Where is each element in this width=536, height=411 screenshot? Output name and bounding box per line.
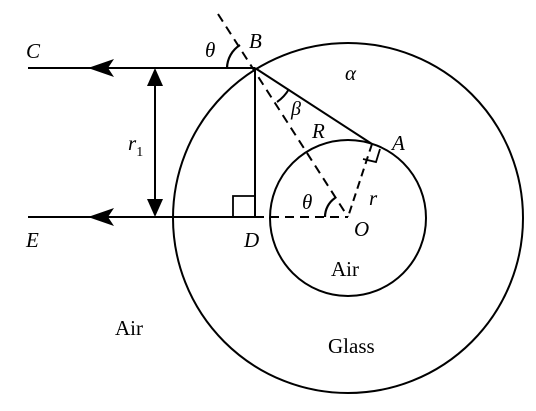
label-b: B: [249, 29, 262, 53]
label-a: A: [390, 131, 405, 155]
region-glass: Glass: [328, 334, 375, 358]
label-d: D: [243, 228, 259, 252]
r1-arrow-top: [147, 68, 163, 86]
ray-ba: [254, 67, 373, 145]
angle-arc-theta-o: [323, 197, 336, 218]
region-outer-air: Air: [115, 316, 143, 340]
label-small-r: r: [369, 186, 378, 210]
label-r1: r1: [128, 131, 143, 160]
right-angle-a: [362, 148, 381, 164]
label-beta: β: [290, 98, 301, 120]
label-o: O: [354, 217, 369, 241]
right-angle-d: [232, 195, 255, 217]
arrow-ray-ed: [88, 208, 114, 226]
label-e: E: [25, 228, 39, 252]
label-theta-top: θ: [205, 38, 215, 62]
region-inner-air: Air: [331, 257, 359, 281]
dashed-bo-normal: [217, 13, 349, 218]
r1-arrow-bottom: [147, 199, 163, 217]
label-big-r: R: [311, 119, 325, 143]
label-alpha: α: [345, 61, 357, 85]
label-theta-inner: θ: [302, 190, 312, 214]
arrow-ray-cb: [88, 59, 114, 77]
angle-arc-beta: [276, 88, 290, 103]
angle-arc-theta-b: [225, 44, 241, 69]
label-c: C: [26, 39, 41, 63]
